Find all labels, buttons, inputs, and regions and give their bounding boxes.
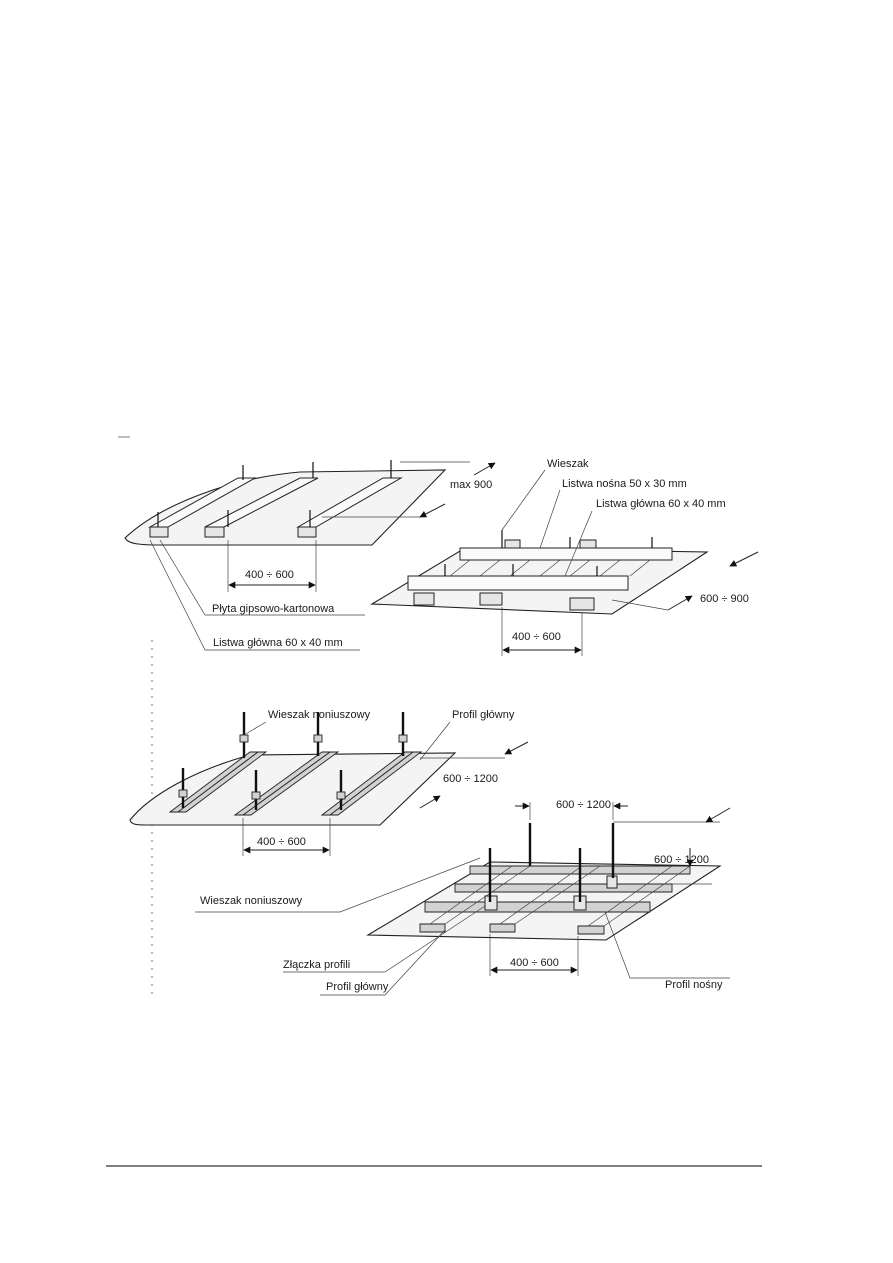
dim-arrow xyxy=(705,807,731,823)
leader-line xyxy=(243,721,267,736)
label-dim-600-1200-c: 600 ÷ 1200 xyxy=(654,854,709,866)
label-wieszak-noniuszowy-top: Wieszak noniuszowy xyxy=(268,709,371,721)
label-plyta: Płyta gipsowo-kartonowa xyxy=(212,603,335,615)
vernier-hangers xyxy=(178,712,408,810)
label-dim-600-900: 600 ÷ 900 xyxy=(700,593,749,605)
label-profil-nosny: Profil nośny xyxy=(665,979,723,991)
leader-line xyxy=(419,721,451,761)
panel-wood-double: Wieszak Listwa nośna 50 x 30 mm Listwa g… xyxy=(370,458,759,656)
dim-arrow xyxy=(729,551,759,567)
gypsum-board xyxy=(124,469,447,546)
label-listwa-glowna-left: Listwa główna 60 x 40 mm xyxy=(213,637,343,649)
batten-bearing xyxy=(407,575,629,591)
dim-line xyxy=(611,599,669,611)
gypsum-board xyxy=(129,752,457,826)
label-wieszak-noniuszowy-bottom: Wieszak noniuszowy xyxy=(200,895,303,907)
dim-arrow xyxy=(419,795,441,809)
label-listwa-glowna-right: Listwa główna 60 x 40 mm xyxy=(596,498,726,510)
leader-line xyxy=(501,469,546,531)
dim-arrow xyxy=(419,503,446,518)
main-profile-end xyxy=(489,923,516,933)
leader-line xyxy=(195,857,481,913)
label-dim-600-1200-b: 600 ÷ 1200 xyxy=(556,799,611,811)
label-dim-400-600: 400 ÷ 600 xyxy=(245,569,294,581)
label-wieszak: Wieszak xyxy=(547,458,589,470)
profile-groove xyxy=(329,751,414,816)
label-dim-400-600-d: 400 ÷ 600 xyxy=(510,957,559,969)
leader-line xyxy=(283,905,486,973)
panel-metal-double: 600 ÷ 1200 600 ÷ 1200 400 ÷ 600 Wieszak … xyxy=(195,799,731,996)
batten-hatch xyxy=(449,559,651,577)
panel-wood-single: max 900 400 ÷ 600 Płyta gipsowo-kartonow… xyxy=(124,460,496,651)
leader-line xyxy=(149,539,360,651)
label-dim-400-600-c: 400 ÷ 600 xyxy=(257,836,306,848)
leader-line xyxy=(159,539,365,616)
label-profil-glowny-bottom: Profil główny xyxy=(326,981,389,993)
label-dim-400-600-b: 400 ÷ 600 xyxy=(512,631,561,643)
batten-end xyxy=(297,526,317,538)
batten-end xyxy=(204,526,225,538)
profile-groove xyxy=(242,751,331,816)
profile-groove xyxy=(177,751,259,813)
profile-cross-lines xyxy=(429,865,691,927)
dim-arrow xyxy=(504,741,529,755)
bearing-profile xyxy=(454,883,673,893)
label-profil-glowny-top: Profil główny xyxy=(452,709,515,721)
leader-line xyxy=(320,929,446,996)
label-zlaczka: Złączka profili xyxy=(283,959,350,971)
batten-end xyxy=(149,526,169,538)
dim-arrow xyxy=(473,462,496,476)
batten-end xyxy=(479,592,503,606)
gypsum-board xyxy=(366,861,722,941)
dim-arrow xyxy=(667,595,693,611)
label-dim-600-1200-a: 600 ÷ 1200 xyxy=(443,773,498,785)
batten-end xyxy=(413,592,435,606)
leader-line xyxy=(604,911,730,979)
leader-line xyxy=(564,510,593,577)
label-max-900: max 900 xyxy=(450,479,492,491)
main-profile-end xyxy=(419,923,446,933)
label-listwa-nosna: Listwa nośna 50 x 30 mm xyxy=(562,478,687,490)
main-profile-end xyxy=(577,925,605,935)
panel-metal-single: Wieszak noniuszowy Profil główny 600 ÷ 1… xyxy=(129,709,529,856)
batten-bearing xyxy=(459,547,673,561)
leader-line xyxy=(539,489,561,549)
batten-end xyxy=(569,597,595,611)
